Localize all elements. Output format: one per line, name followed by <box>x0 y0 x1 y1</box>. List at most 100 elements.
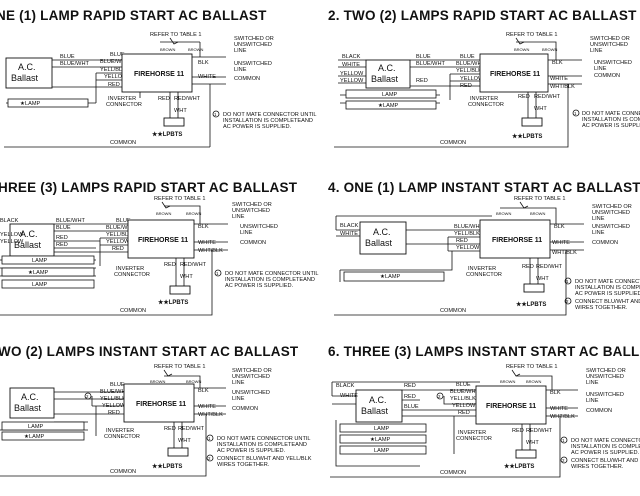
panel-title: 6. THREE (3) LAMPS INSTANT START AC BALL… <box>328 344 640 359</box>
svg-text:★LAMP: ★LAMP <box>380 273 401 280</box>
svg-text:INSTALLATION IS COMPLETEAND: INSTALLATION IS COMPLETEAND <box>575 285 640 291</box>
svg-text:★★LPBTS: ★★LPBTS <box>504 463 534 470</box>
svg-text:LINE: LINE <box>586 380 599 386</box>
svg-text:REFER TO TABLE 1: REFER TO TABLE 1 <box>506 364 558 370</box>
svg-text:WHT/BLK: WHT/BLK <box>550 84 575 90</box>
wiring-diagram: REFER TO TABLE 1 BROWN BROWN A.C. Ballas… <box>330 364 640 478</box>
svg-text:COMMON: COMMON <box>110 140 136 146</box>
wiring-diagram: REFER TO TABLE 1 BROWN BROWN A.C. Ballas… <box>0 196 319 316</box>
svg-text:Ballast: Ballast <box>14 403 42 413</box>
svg-text:RED: RED <box>164 426 176 432</box>
svg-text:1: 1 <box>216 271 219 276</box>
svg-text:DO NOT MATE CONNECTOR UNTIL: DO NOT MATE CONNECTOR UNTIL <box>571 438 640 444</box>
svg-text:BLK: BLK <box>198 388 209 394</box>
svg-text:WHT/BLK: WHT/BLK <box>198 412 223 418</box>
lamp <box>7 98 89 108</box>
svg-text:FIREHORSE 11: FIREHORSE 11 <box>134 71 184 78</box>
svg-text:★LAMP: ★LAMP <box>370 436 391 443</box>
svg-text:LINE: LINE <box>232 380 245 386</box>
svg-text:YELLOW: YELLOW <box>452 403 476 409</box>
svg-text:BROWN: BROWN <box>500 379 515 384</box>
svg-text:UNSWITCHED: UNSWITCHED <box>586 374 624 380</box>
svg-text:BLACK: BLACK <box>342 54 361 60</box>
lamp <box>1 421 85 431</box>
svg-text:BLUE: BLUE <box>110 52 125 58</box>
lpbts-switch <box>523 283 545 293</box>
svg-text:INSTALLATION IS COMPLETEAND: INSTALLATION IS COMPLETEAND <box>217 442 307 448</box>
svg-text:WHT/BLK: WHT/BLK <box>550 414 575 420</box>
svg-text:YELLOW: YELLOW <box>340 71 364 77</box>
svg-text:INVERTER: INVERTER <box>468 266 496 272</box>
firehorse-box <box>121 53 193 93</box>
svg-text:SWITCHED OR: SWITCHED OR <box>590 36 630 42</box>
svg-text:SWITCHED OR: SWITCHED OR <box>232 202 272 208</box>
svg-text:FIREHORSE 11: FIREHORSE 11 <box>492 237 542 244</box>
svg-text:COMMON: COMMON <box>232 406 258 412</box>
svg-text:BLUE/WHT: BLUE/WHT <box>56 218 85 224</box>
svg-text:2: 2 <box>562 458 565 463</box>
svg-text:Ballast: Ballast <box>371 74 399 84</box>
svg-text:AC POWER IS SUPPLIED.: AC POWER IS SUPPLIED. <box>217 448 286 454</box>
diagram-panel-5: WO (2) LAMPS INSTANT START AC BALLAST RE… <box>0 336 320 496</box>
svg-text:AC POWER IS SUPPLIED.: AC POWER IS SUPPLIED. <box>223 124 292 130</box>
svg-text:BLUE/WHT: BLUE/WHT <box>456 61 485 67</box>
ac-ballast-box <box>9 223 55 257</box>
svg-text:WIRES TOGETHER.: WIRES TOGETHER. <box>217 462 270 468</box>
svg-text:BLUE/WHT: BLUE/WHT <box>450 389 479 395</box>
svg-text:1: 1 <box>566 279 569 284</box>
svg-text:INVERTER: INVERTER <box>458 430 486 436</box>
svg-text:BROWN: BROWN <box>526 379 541 384</box>
svg-text:RED: RED <box>56 235 68 241</box>
svg-text:YELL/BLK: YELL/BLK <box>100 67 126 73</box>
svg-text:RED: RED <box>158 96 170 102</box>
svg-text:AC POWER IS SUPPLIED.: AC POWER IS SUPPLIED. <box>582 123 640 129</box>
lamp <box>1 255 95 265</box>
svg-text:2: 2 <box>438 394 441 399</box>
svg-text:RED: RED <box>404 383 416 389</box>
svg-text:BROWN: BROWN <box>514 47 529 52</box>
svg-text:BLUE: BLUE <box>416 54 431 60</box>
svg-text:A.C.: A.C. <box>369 395 387 405</box>
svg-text:INSTALLATION IS COMPLETEAND: INSTALLATION IS COMPLETEAND <box>582 117 640 123</box>
svg-text:RED: RED <box>112 246 124 252</box>
svg-text:BLK: BLK <box>554 224 565 230</box>
svg-text:A.C.: A.C. <box>18 62 36 72</box>
svg-text:BROWN: BROWN <box>542 47 557 52</box>
svg-text:★★LPBTS: ★★LPBTS <box>152 463 182 470</box>
svg-text:WHITE: WHITE <box>198 240 216 246</box>
svg-text:CONNECT BLU/WHT AND YELL/BLK: CONNECT BLU/WHT AND YELL/BLK <box>575 299 640 305</box>
svg-text:Ballast: Ballast <box>14 240 42 250</box>
wiring-diagram: REFER TO TABLE 1 BROWN BROWN A.C. Ballas… <box>0 364 312 477</box>
svg-text:COMMON: COMMON <box>440 470 466 476</box>
svg-text:FIREHORSE 11: FIREHORSE 11 <box>486 403 536 410</box>
svg-text:WHITE: WHITE <box>342 62 360 68</box>
svg-text:CONNECTOR: CONNECTOR <box>114 272 150 278</box>
firehorse-box <box>123 383 195 423</box>
svg-text:UNSWITCHED: UNSWITCHED <box>592 210 630 216</box>
svg-text:A.C.: A.C. <box>373 227 391 237</box>
svg-text:CONNECTOR: CONNECTOR <box>468 102 504 108</box>
svg-text:LINE: LINE <box>234 48 247 54</box>
svg-text:BLK: BLK <box>552 60 563 66</box>
svg-text:WIRES TOGETHER.: WIRES TOGETHER. <box>571 464 624 470</box>
svg-text:1: 1 <box>208 436 211 441</box>
diagram-panel-2: 2. TWO (2) LAMPS RAPID START AC BALLAST … <box>320 0 640 160</box>
svg-text:WIRES TOGETHER.: WIRES TOGETHER. <box>575 305 628 311</box>
lamp <box>343 271 445 282</box>
svg-text:BLUE: BLUE <box>110 382 125 388</box>
svg-text:Ballast: Ballast <box>11 73 39 83</box>
svg-text:INVERTER: INVERTER <box>108 96 136 102</box>
svg-text:WHT: WHT <box>534 106 547 112</box>
svg-text:WHT: WHT <box>174 108 187 114</box>
svg-text:1: 1 <box>574 111 577 116</box>
svg-text:INSTALLATION IS COMPLETEAND: INSTALLATION IS COMPLETEAND <box>223 118 313 124</box>
arrow-icon <box>169 37 179 45</box>
svg-text:YELL/BLK: YELL/BLK <box>450 396 476 402</box>
svg-text:BLUE/WHT: BLUE/WHT <box>416 61 445 67</box>
lamp <box>1 267 95 277</box>
diagram-panel-1: NE (1) LAMP RAPID START AC BALLAST REFER… <box>0 0 320 160</box>
ac-ballast-box <box>9 387 55 419</box>
svg-text:LINE: LINE <box>240 230 253 236</box>
svg-text:RED: RED <box>404 394 416 400</box>
svg-text:RED/WHT: RED/WHT <box>178 426 205 432</box>
